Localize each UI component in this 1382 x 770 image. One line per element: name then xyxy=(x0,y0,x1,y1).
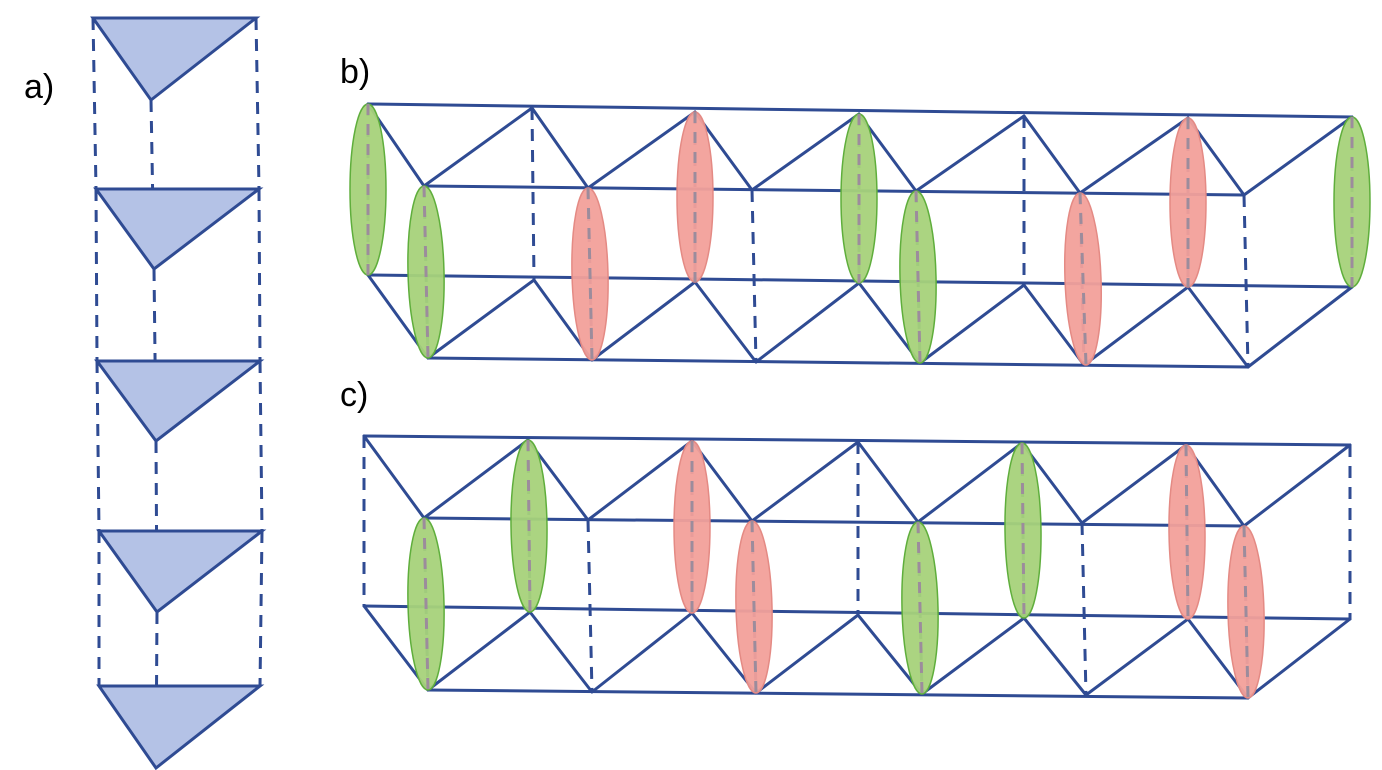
panel-b-bottom-zigzag xyxy=(426,278,536,360)
panel-b-ellipse-axis xyxy=(586,187,594,361)
panel-a-connector xyxy=(254,17,261,190)
panel-c-top-zigzag xyxy=(750,440,860,523)
panel-c-bottom-zigzag xyxy=(920,616,1026,696)
panel-c-bottom-zigzag xyxy=(1246,617,1352,700)
panel-b-ellipse-axis xyxy=(914,190,922,364)
panel-c-vertical-front-edge xyxy=(1080,522,1088,696)
panel-c-label: c) xyxy=(340,376,368,414)
panel-b-top-zigzag xyxy=(750,112,861,192)
panel-b-bottom-zigzag xyxy=(1022,283,1086,367)
panel-b-prism-chain xyxy=(349,102,1371,369)
panel-c-top-zigzag xyxy=(1242,443,1352,528)
panel-b-top-zigzag xyxy=(1022,114,1082,195)
panel-b-top-zigzag xyxy=(422,106,534,188)
panel-c-top-zigzag xyxy=(916,441,1024,524)
panel-b-bottom-zigzag xyxy=(1186,285,1250,369)
panel-a-triangle-stack xyxy=(90,16,267,770)
panel-c-ellipse-axis xyxy=(526,439,532,613)
panel-a-connector xyxy=(91,17,98,190)
panel-a-triangle xyxy=(93,187,264,272)
panel-b-top-zigzag xyxy=(530,106,590,190)
panel-c-bottom-front-edge xyxy=(426,688,1250,700)
panel-c-edges xyxy=(362,434,1352,700)
panel-b-top-back-edge xyxy=(366,102,1354,119)
panel-b-vertical-front-edge xyxy=(750,189,758,363)
panel-c-top-back-edge xyxy=(362,434,1352,447)
panel-b-label: b) xyxy=(340,53,370,91)
panel-b-vertical-back-edge xyxy=(530,107,536,281)
panel-c-prism-chain xyxy=(362,434,1352,700)
panel-c-top-zigzag xyxy=(856,440,920,524)
panel-c-top-zigzag xyxy=(422,438,530,520)
panel-a-connector xyxy=(95,360,101,532)
panel-b-bottom-zigzag xyxy=(754,281,861,364)
panel-b-top-zigzag xyxy=(914,114,1026,193)
panel-c-ellipse-axis xyxy=(750,520,758,694)
panel-b-vertical-front-edge xyxy=(1242,194,1250,368)
panel-c-ellipse-axis xyxy=(1184,444,1190,620)
panel-c-top-zigzag xyxy=(1080,443,1188,525)
panel-b-top-front-edge xyxy=(422,184,1246,197)
panel-b-bottom-front-edge xyxy=(426,356,1250,369)
panel-b-ellipse-axis xyxy=(1078,192,1088,366)
panel-b-bottom-zigzag xyxy=(590,280,697,362)
panel-a-triangle xyxy=(90,16,261,103)
panel-c-bottom-zigzag xyxy=(1084,617,1190,697)
panel-b-ellipses xyxy=(349,103,1371,366)
panel-b-bottom-zigzag xyxy=(1082,285,1190,367)
panel-a-label: a) xyxy=(24,68,54,106)
panel-a-triangle xyxy=(96,684,265,770)
panel-c-bottom-zigzag xyxy=(754,613,860,695)
panel-c-vertical-front-edge xyxy=(586,519,594,693)
panel-c-bottom-zigzag xyxy=(528,610,594,694)
panel-a-connector xyxy=(154,440,159,613)
panel-b-bottom-zigzag xyxy=(1246,285,1354,369)
panel-b-bottom-zigzag xyxy=(918,283,1026,365)
panel-b-top-zigzag xyxy=(1078,116,1190,195)
panel-c-ellipse-axis xyxy=(1020,442,1026,619)
panel-c-ellipse-axis xyxy=(1242,525,1250,699)
panel-c-ellipse-axis xyxy=(916,521,924,695)
panel-a-triangle xyxy=(96,529,267,615)
panel-a-triangle xyxy=(94,359,265,444)
panel-c-bottom-zigzag xyxy=(1022,616,1088,697)
panel-c-ellipse-axis xyxy=(422,517,430,691)
panel-a-connector xyxy=(152,268,158,442)
panel-c-bottom-zigzag xyxy=(426,610,532,692)
panel-b-ellipse-axis xyxy=(422,185,430,359)
panel-c-top-front-edge xyxy=(422,516,1246,528)
panel-b-top-zigzag xyxy=(1242,115,1354,197)
panel-c-top-zigzag xyxy=(362,434,426,520)
panel-c-top-zigzag xyxy=(586,439,694,522)
panel-c-ellipses xyxy=(407,439,1265,699)
panel-a-connector xyxy=(94,188,99,362)
panel-b-bottom-zigzag xyxy=(693,280,758,364)
panel-c-bottom-zigzag xyxy=(590,611,694,694)
panel-a-connector xyxy=(257,188,262,362)
panel-b-top-zigzag xyxy=(586,110,697,190)
panel-a-connector xyxy=(258,360,264,532)
panel-a-connector xyxy=(149,99,156,270)
panel-a-connector xyxy=(258,530,264,687)
